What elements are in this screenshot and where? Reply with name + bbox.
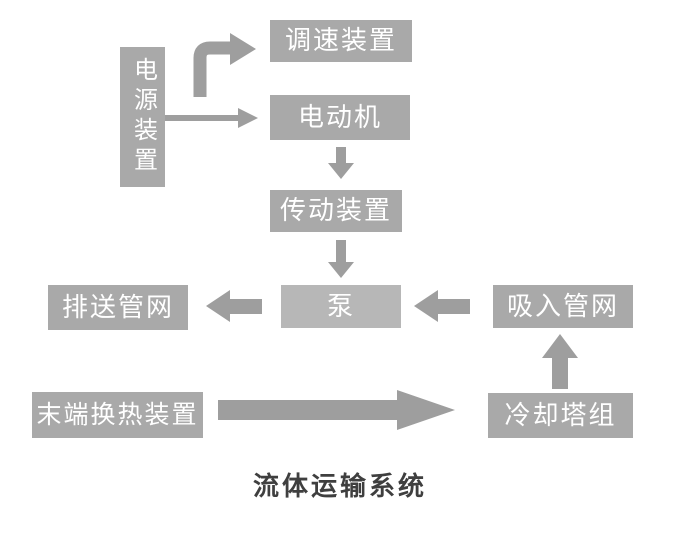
node-speed-control-label: 调速装置 (284, 26, 397, 55)
node-terminal-heat-exchanger: 末端换热装置 (32, 392, 203, 438)
arrow-power-to-speed-shaft (193, 41, 232, 97)
node-cooling-towers-label: 冷却塔组 (504, 400, 617, 430)
node-transmission-label: 传动装置 (279, 196, 392, 225)
diagram-caption: 流体运输系统 (252, 472, 427, 501)
node-discharge-network-label: 排送管网 (61, 292, 174, 322)
arrow-power-to-motor (165, 108, 258, 128)
node-pump-label: 泵 (326, 291, 355, 321)
node-discharge-network: 排送管网 (48, 285, 188, 330)
node-power-supply-label: 电源装置 (129, 57, 156, 177)
node-cooling-towers: 冷却塔组 (488, 393, 633, 438)
node-suction-network: 吸入管网 (493, 285, 633, 328)
node-pump: 泵 (281, 285, 401, 328)
arrow-power-to-speed-head (230, 33, 256, 65)
arrow-motor-to-transmission (328, 147, 354, 179)
node-power-supply: 电源装置 (120, 47, 165, 187)
node-speed-control: 调速装置 (270, 20, 412, 62)
arrow-cooling-to-suction (542, 334, 578, 389)
node-motor-label: 电动机 (297, 102, 382, 132)
node-terminal-heat-exchanger-label: 末端换热装置 (36, 401, 199, 429)
arrow-terminal-to-cooling (218, 390, 455, 430)
arrow-pump-to-discharge (206, 290, 262, 322)
node-transmission: 传动装置 (270, 190, 402, 232)
node-suction-network-label: 吸入管网 (506, 291, 619, 321)
arrow-suction-to-pump (414, 290, 470, 322)
node-motor: 电动机 (270, 95, 410, 140)
arrow-transmission-to-pump (328, 240, 354, 278)
